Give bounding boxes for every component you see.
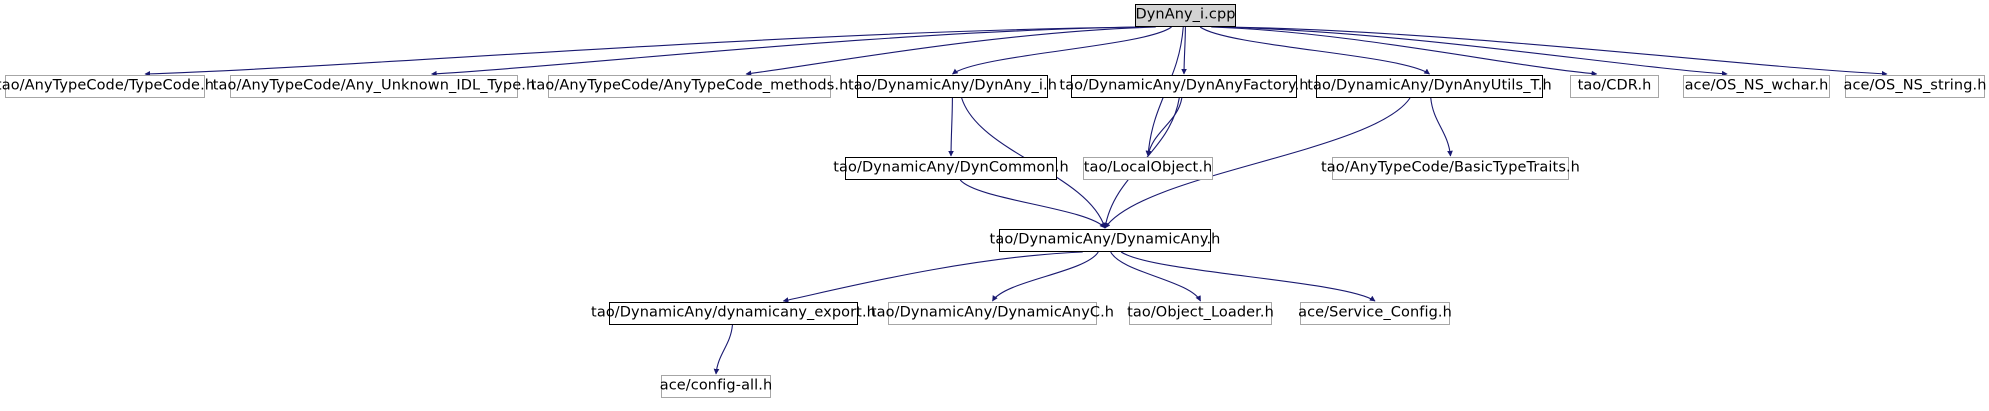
dependency-edge [782,251,1083,303]
node-label: tao/DynamicAny/DynamicAny.h [989,231,1221,248]
graph-node[interactable]: ace/OS_NS_string.h [1843,75,1986,98]
graph-node[interactable]: tao/DynamicAny/dynamicany_export.h [591,302,876,325]
dependency-edge [1229,26,1888,77]
dependency-edge [992,251,1099,302]
node-label: tao/AnyTypeCode/Any_Unknown_IDL_Type.h [212,77,536,94]
graph-node[interactable]: ace/OS_NS_wchar.h [1683,75,1830,98]
node-label: tao/AnyTypeCode/BasicTypeTraits.h [1321,159,1580,176]
graph-node[interactable]: tao/AnyTypeCode/TypeCode.h [0,75,214,98]
node-label: ace/Service_Config.h [1298,304,1452,321]
dependency-edge [952,26,1172,75]
node-label: tao/LocalObject.h [1083,159,1213,176]
graph-node[interactable]: tao/AnyTypeCode/BasicTypeTraits.h [1321,157,1580,180]
node-label: tao/Object_Loader.h [1127,304,1274,321]
dependency-edge [713,324,733,375]
dependency-edge [1219,26,1728,77]
node-label: ace/OS_NS_wchar.h [1684,77,1829,94]
node-label: tao/AnyTypeCode/AnyTypeCode_methods.h [530,77,849,94]
dependency-edge [1199,26,1430,75]
node-label: tao/DynamicAny/DynamicAnyC.h [870,304,1115,321]
node-label: tao/AnyTypeCode/TypeCode.h [0,77,215,94]
dependency-edge [1120,251,1376,302]
dependency-edge [1211,26,1598,77]
root-node[interactable]: DynAny_i.cpp [1135,4,1236,27]
node-label: tao/DynamicAny/DynAnyFactory.h [1059,77,1309,94]
dependency-edge [948,97,954,157]
node-label: tao/CDR.h [1577,77,1652,94]
node-label: tao/DynamicAny/DynAnyUtils_T.h [1307,77,1552,94]
graph-node[interactable]: tao/DynamicAny/DynamicAny.h [990,229,1220,252]
dependency-edge [959,179,1106,229]
graph-node[interactable]: tao/CDR.h [1570,75,1659,98]
node-label: ace/config-all.h [659,377,773,394]
graph-node[interactable]: ace/config-all.h [660,375,772,398]
graph-node[interactable]: tao/DynamicAny/DynamicAnyC.h [871,302,1114,325]
dependency-edge [1181,26,1187,75]
graph-node[interactable]: tao/DynamicAny/DynAnyFactory.h [1059,75,1308,98]
dependency-edge [1430,97,1453,157]
node-label: DynAny_i.cpp [1135,6,1236,23]
graph-node[interactable]: tao/AnyTypeCode/Any_Unknown_IDL_Type.h [213,75,535,98]
node-label: tao/DynamicAny/DynAny_i.h [847,77,1058,94]
dependency-edge [1146,97,1183,157]
dependency-edge [1110,251,1201,302]
dependency-edge [431,26,1140,77]
graph-node[interactable]: tao/DynamicAny/DynCommon.h [833,157,1069,180]
dependency-edge [745,26,1156,77]
node-label: tao/DynamicAny/dynamicany_export.h [591,304,876,321]
graph-node[interactable]: tao/LocalObject.h [1083,157,1213,180]
graph-node[interactable]: ace/Service_Config.h [1298,302,1452,325]
graph-node[interactable]: tao/AnyTypeCode/AnyTypeCode_methods.h [531,75,848,98]
dependency-edge [144,26,1140,77]
graph-node[interactable]: tao/DynamicAny/DynAnyUtils_T.h [1307,75,1552,98]
graph-node[interactable]: tao/Object_Loader.h [1127,302,1274,325]
node-label: tao/DynamicAny/DynCommon.h [833,159,1069,176]
node-label: ace/OS_NS_string.h [1843,77,1987,94]
graph-node[interactable]: tao/DynamicAny/DynAny_i.h [848,75,1057,98]
